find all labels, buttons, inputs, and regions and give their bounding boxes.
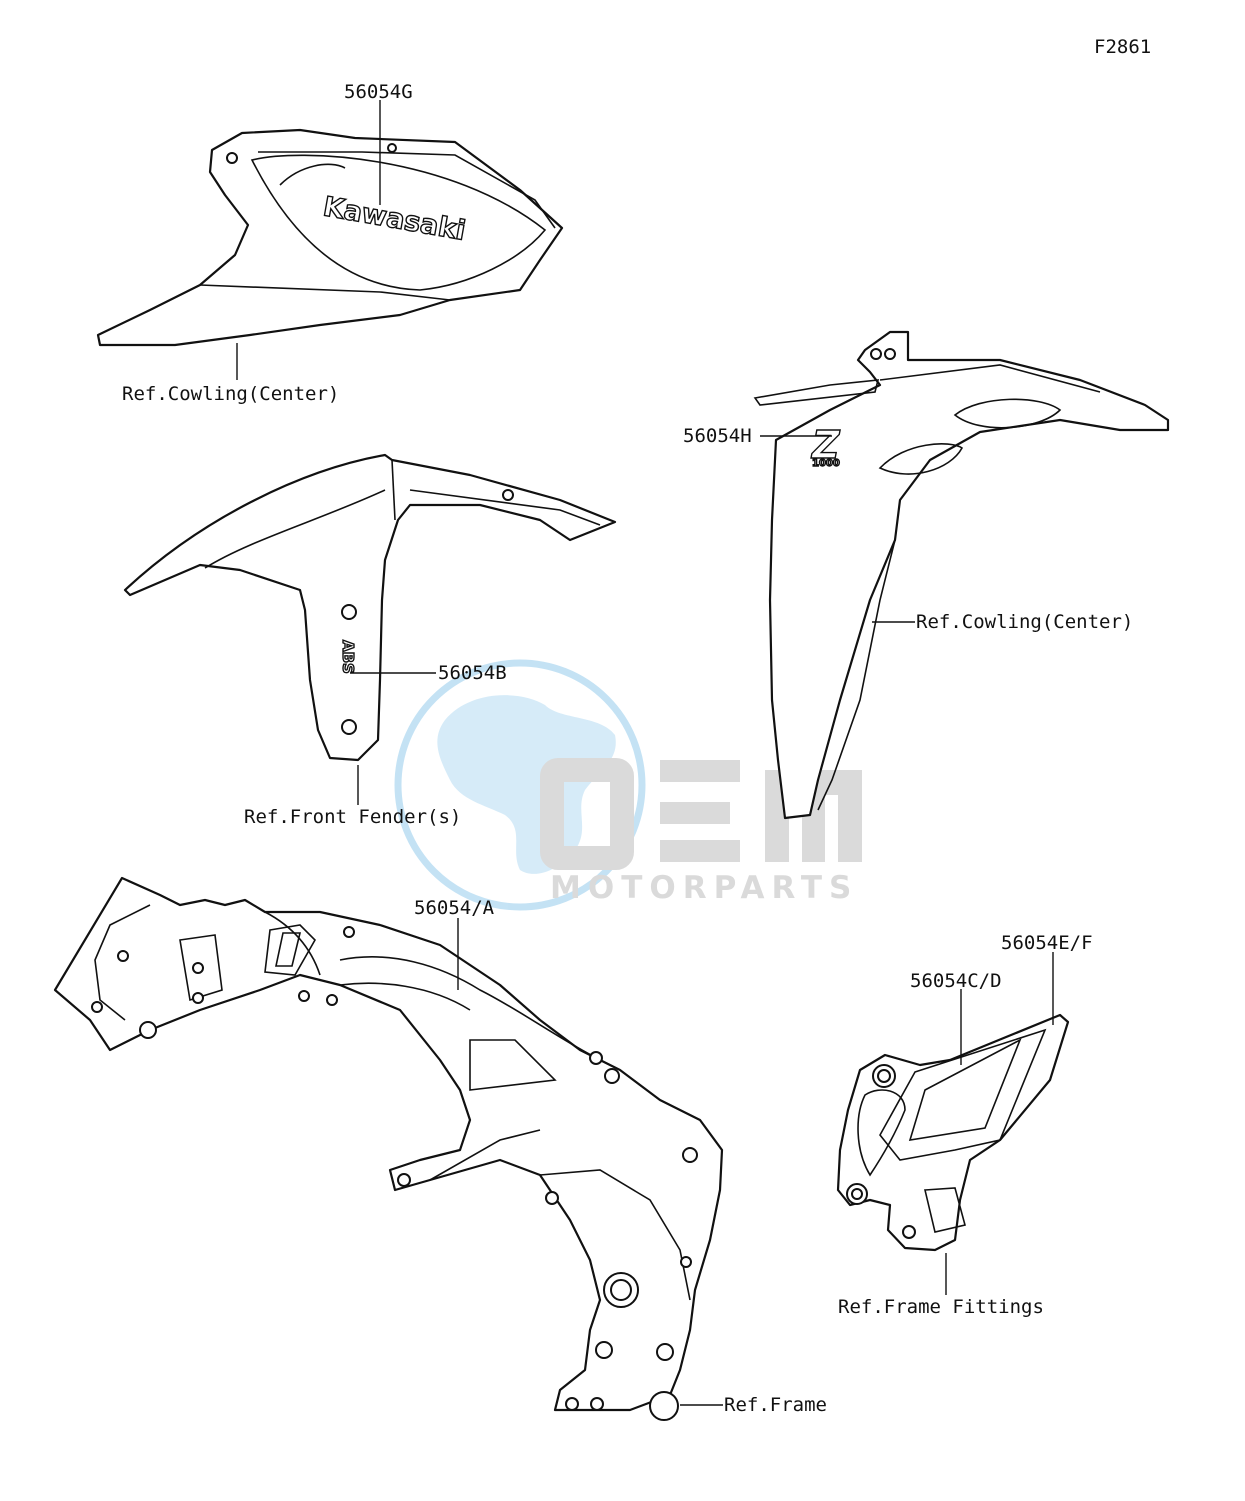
watermark-letter-e [660,760,740,782]
label-56054ef: 56054E/F [1001,932,1093,954]
frame-fitting-part [836,1013,1070,1252]
watermark-tagline: MOTORPARTS [550,870,858,906]
watermark-globe-continents [437,695,616,874]
label-56054b: 56054B [438,662,507,684]
watermark-letter-e-mid [660,802,730,824]
label-ref-frame: Ref.Frame [724,1394,827,1416]
oem-motorparts-watermark: MOTORPARTS [394,659,862,911]
front-fender-part: ABS [123,453,617,762]
label-ref-front-fender: Ref.Front Fender(s) [244,806,461,828]
watermark-globe [394,659,646,911]
cowling-center-left-part: Kawasaki [96,128,564,347]
cowling-center-right-part: Z 1000 [753,330,1170,820]
z-decal-letter: Z [811,423,841,467]
label-56054a: 56054/A [414,897,495,919]
z-decal-number: 1000 [812,458,840,469]
label-ref-cowling-center-left: Ref.Cowling(Center) [122,383,339,405]
figure-code: F2861 [1094,36,1151,58]
watermark-letter-e-bottom [660,840,740,862]
label-56054g: 56054G [344,81,413,103]
frame-part [53,876,724,1421]
watermark-letter-o [540,758,634,870]
label-56054h: 56054H [683,425,752,447]
label-ref-frame-fittings: Ref.Frame Fittings [838,1296,1044,1318]
abs-decal-art: ABS [339,640,357,674]
label-56054cd: 56054C/D [910,970,1002,992]
label-ref-cowling-center-right: Ref.Cowling(Center) [916,611,1133,633]
